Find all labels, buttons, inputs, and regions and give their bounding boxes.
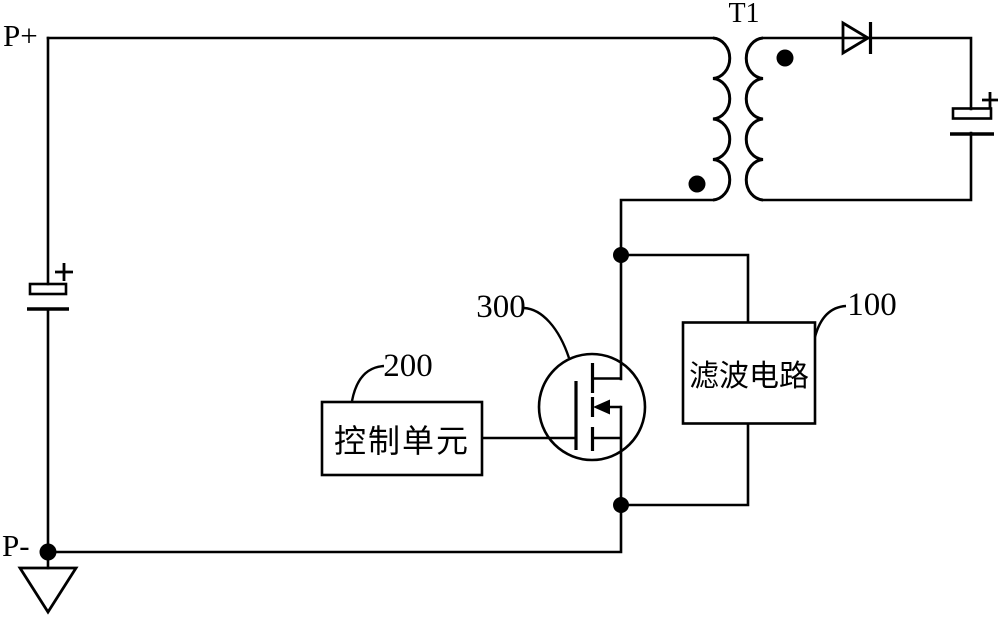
junction-dot-drain [613,247,629,263]
wire-filter-top-branch [619,253,750,325]
ground-symbol [17,566,79,615]
p-plus-label: P+ [3,18,38,53]
output-capacitor-top-plate [951,107,993,120]
wire-primary-bottom-and-drain [619,198,715,381]
leader-line-100 [813,304,847,338]
mosfet-body-arrowhead [593,399,610,415]
mosfet-body-circle [537,352,647,462]
ref-label-100: 100 [847,287,897,323]
filter-circuit-label: 滤波电路 [689,359,809,393]
control-unit-box [320,400,484,477]
wire-secondary-top-rail [761,36,973,111]
leader-line-300 [523,306,571,359]
transformer-primary-winding [712,36,732,202]
wire-secondary-bottom-rail [761,131,973,202]
control-unit-label: 控制单元 [333,422,470,459]
input-capacitor [27,263,73,311]
diode [841,20,873,56]
polarity-dot-primary [688,175,706,193]
output-capacitor-plus-sign [982,92,998,108]
filter-circuit-box [681,321,817,425]
transformer-secondary-winding [744,36,764,202]
wire-filter-bottom-branch [619,421,750,507]
junction-dot-p-minus [39,543,57,561]
input-capacitor-plus-sign [55,263,73,281]
mosfet [537,352,647,462]
leader-line-200 [350,364,385,402]
ref-label-300: 300 [476,289,526,325]
p-minus-label: P- [2,528,30,563]
wire-bottom-rail-and-source [46,405,623,554]
polarity-dot-secondary [776,49,794,67]
input-capacitor-top-plate [28,282,68,296]
transformer-label: T1 [728,0,760,29]
diode-triangle [841,20,871,56]
output-capacitor [950,92,998,136]
ref-label-200: 200 [383,348,433,384]
junction-dot-source [613,497,629,513]
